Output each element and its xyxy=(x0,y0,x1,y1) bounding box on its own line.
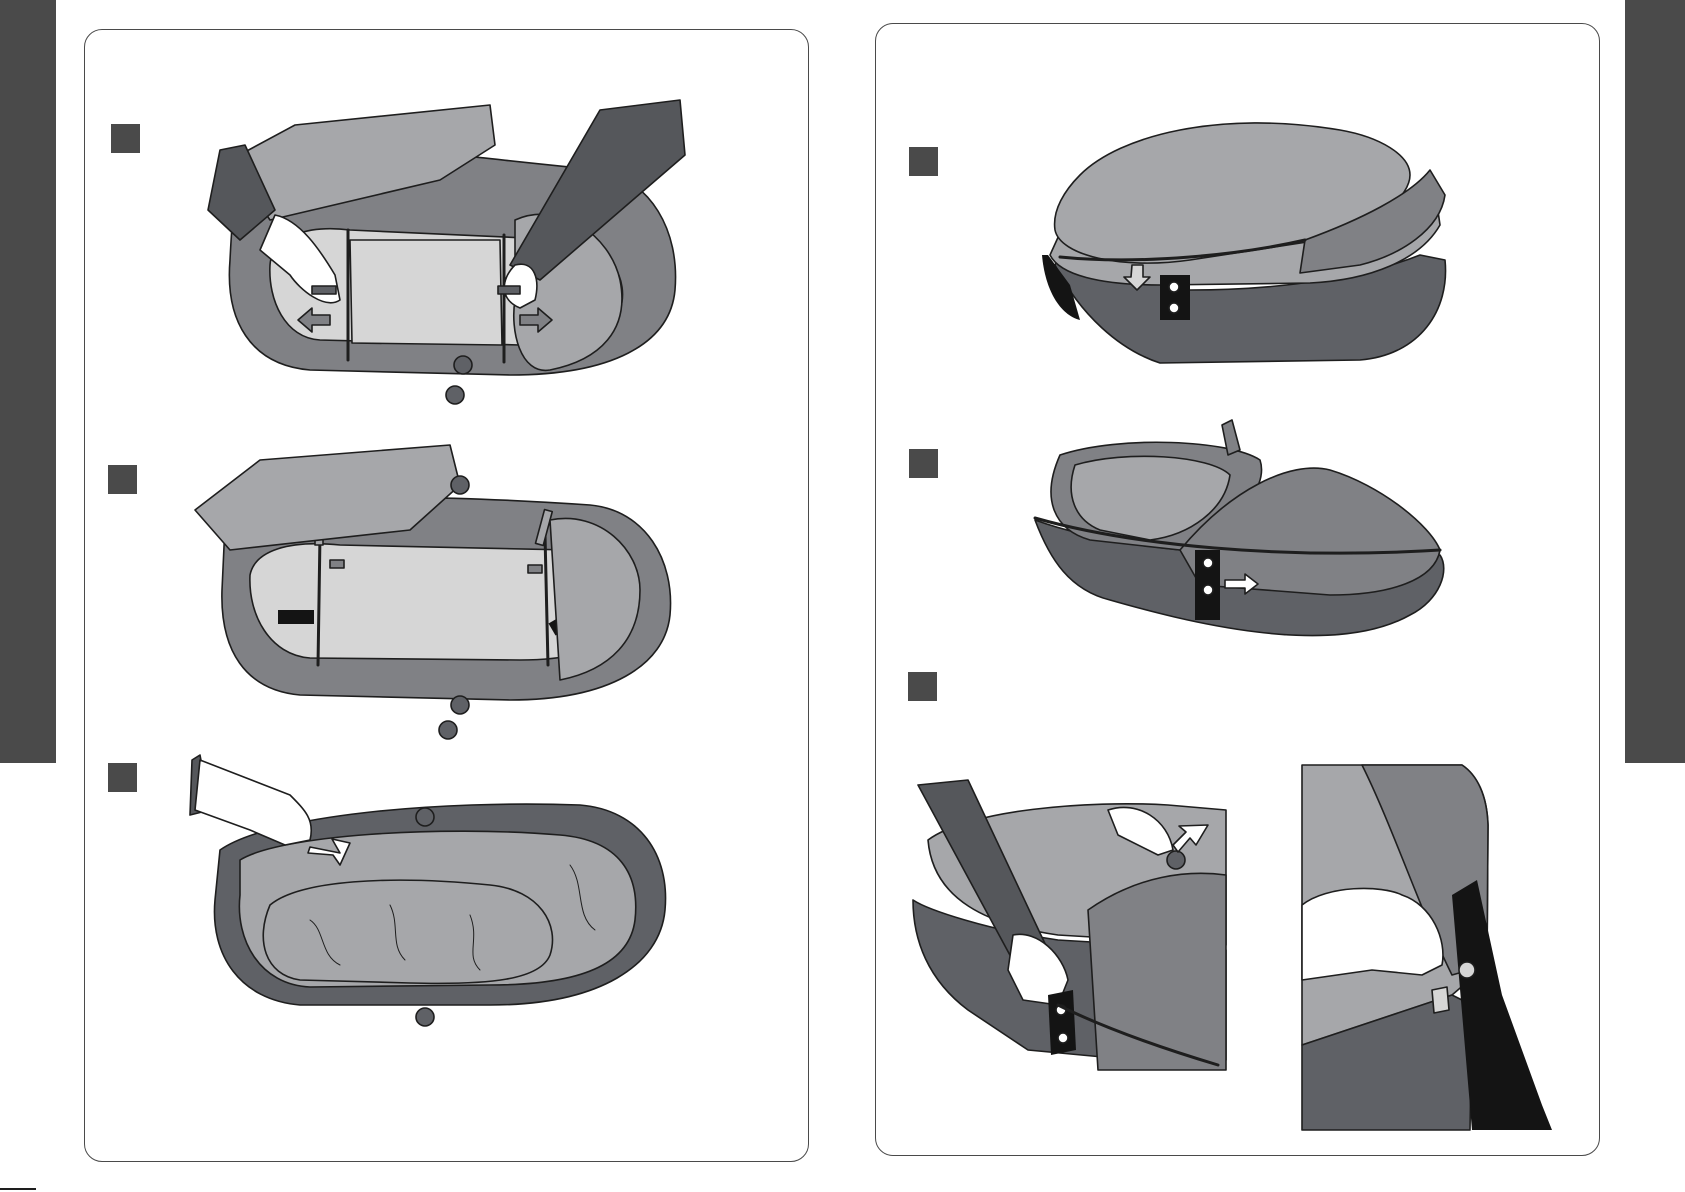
step-marker-1 xyxy=(111,124,140,153)
step-3-illustration xyxy=(190,755,690,1045)
step-4-illustration xyxy=(1040,105,1460,390)
side-tab-left xyxy=(0,0,56,763)
step-marker-2 xyxy=(108,465,137,494)
step-6-button-illustration xyxy=(1302,765,1564,1130)
side-tab-right xyxy=(1625,0,1685,763)
step-5-illustration xyxy=(1030,420,1460,670)
step-2-illustration xyxy=(190,440,690,740)
step-marker-4 xyxy=(909,147,938,176)
page-mark xyxy=(0,1188,36,1190)
step-marker-3 xyxy=(108,763,137,792)
step-marker-5 xyxy=(909,449,938,478)
step-marker-6 xyxy=(908,672,937,701)
step-1-illustration xyxy=(180,100,700,420)
step-6-hood-illustration xyxy=(908,780,1226,1070)
